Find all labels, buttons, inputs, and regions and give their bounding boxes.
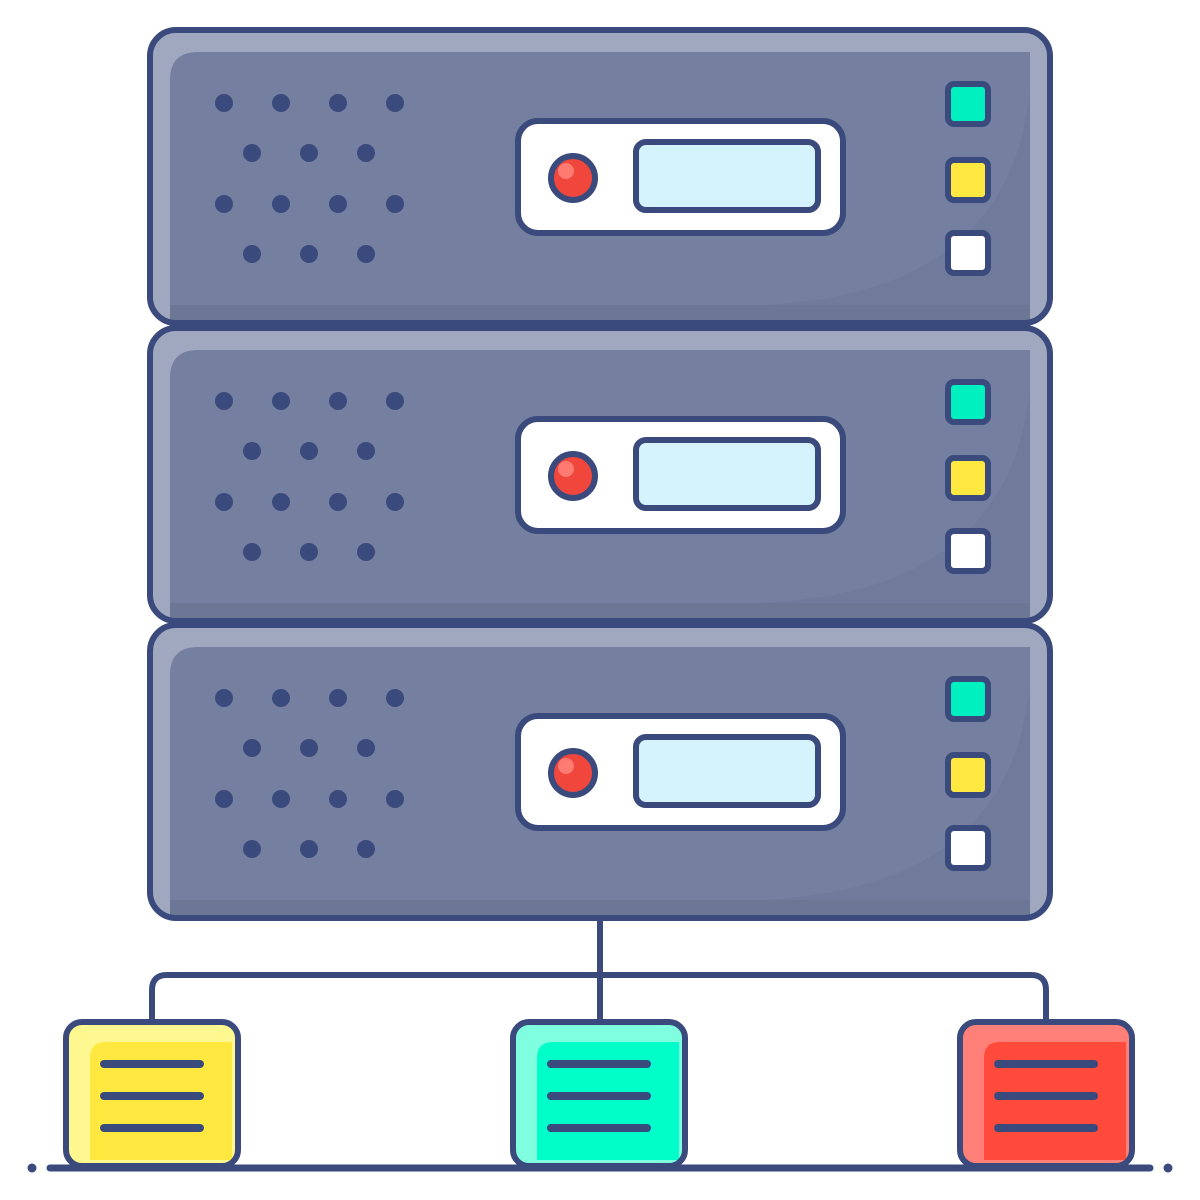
- vent-hole-dot: [272, 790, 290, 808]
- power-button-highlight: [558, 163, 574, 179]
- vent-hole-dot: [272, 493, 290, 511]
- vent-hole-dot: [243, 840, 261, 858]
- status-led-yellow: [945, 157, 991, 203]
- vent-hole-dot: [386, 790, 404, 808]
- server-unit-1: [147, 27, 1053, 326]
- node-box-face: [537, 1042, 679, 1160]
- vent-hole-dot: [300, 442, 318, 460]
- server-chassis-bottom: [170, 900, 1030, 916]
- vent-hole-dot: [357, 543, 375, 561]
- status-led-white: [945, 230, 991, 276]
- vent-hole-dot: [357, 442, 375, 460]
- vent-hole-dot: [386, 689, 404, 707]
- vent-hole-dot: [272, 195, 290, 213]
- vent-hole-dot: [357, 144, 375, 162]
- vent-hole-dot: [386, 392, 404, 410]
- vent-hole-dot: [215, 689, 233, 707]
- server-chassis-outline: [147, 622, 1053, 921]
- power-button-icon: [548, 153, 598, 203]
- server-chassis-bottom: [170, 603, 1030, 619]
- vent-hole-dot: [300, 543, 318, 561]
- power-button-icon: [548, 451, 598, 501]
- server-chassis-outline: [147, 325, 1053, 624]
- connector-branch-line: [149, 972, 1049, 1022]
- power-button-icon: [548, 748, 598, 798]
- node-box-face: [984, 1042, 1126, 1160]
- vent-hole-dot: [243, 739, 261, 757]
- vent-hole-dot: [300, 144, 318, 162]
- vent-hole-dot: [386, 493, 404, 511]
- server-chassis-bottom: [170, 305, 1030, 321]
- status-led-green: [945, 676, 991, 722]
- vent-hole-dot: [386, 94, 404, 112]
- status-led-green: [945, 81, 991, 127]
- vent-hole-dot: [272, 392, 290, 410]
- ground-dot-left: [27, 1163, 37, 1173]
- vent-hole-dot: [300, 245, 318, 263]
- network-node-red: [957, 1019, 1135, 1169]
- network-node-green: [510, 1019, 688, 1169]
- vent-hole-dot: [329, 195, 347, 213]
- display-screen: [633, 734, 821, 808]
- server-unit-2: [147, 325, 1053, 624]
- status-led-white: [945, 528, 991, 574]
- vent-hole-dot: [300, 840, 318, 858]
- status-led-yellow: [945, 752, 991, 798]
- vent-hole-dot: [215, 392, 233, 410]
- ground-dot-right: [1163, 1163, 1173, 1173]
- vent-hole-dot: [243, 245, 261, 263]
- network-connectors: [149, 920, 1049, 1022]
- vent-hole-dot: [329, 790, 347, 808]
- status-led-green: [945, 379, 991, 425]
- vent-hole-dot: [357, 245, 375, 263]
- node-box-face: [90, 1042, 232, 1160]
- network-node-yellow: [63, 1019, 241, 1169]
- status-led-yellow: [945, 455, 991, 501]
- status-led-white: [945, 825, 991, 871]
- vent-hole-dot: [329, 689, 347, 707]
- vent-hole-dot: [272, 689, 290, 707]
- vent-hole-dot: [215, 493, 233, 511]
- vent-hole-dot: [243, 543, 261, 561]
- display-screen: [633, 437, 821, 511]
- vent-hole-dot: [357, 739, 375, 757]
- vent-hole-dot: [272, 94, 290, 112]
- display-screen: [633, 139, 821, 213]
- vent-hole-dot: [329, 392, 347, 410]
- vent-hole-dot: [243, 144, 261, 162]
- vent-hole-dot: [243, 442, 261, 460]
- power-button-highlight: [558, 758, 574, 774]
- vent-hole-dot: [215, 195, 233, 213]
- server-chassis-outline: [147, 27, 1053, 326]
- power-button-highlight: [558, 461, 574, 477]
- vent-hole-dot: [329, 493, 347, 511]
- vent-hole-dot: [215, 94, 233, 112]
- vent-hole-dot: [386, 195, 404, 213]
- vent-hole-dot: [300, 739, 318, 757]
- vent-hole-dot: [329, 94, 347, 112]
- vent-hole-dot: [357, 840, 375, 858]
- server-unit-3: [147, 622, 1053, 921]
- vent-hole-dot: [215, 790, 233, 808]
